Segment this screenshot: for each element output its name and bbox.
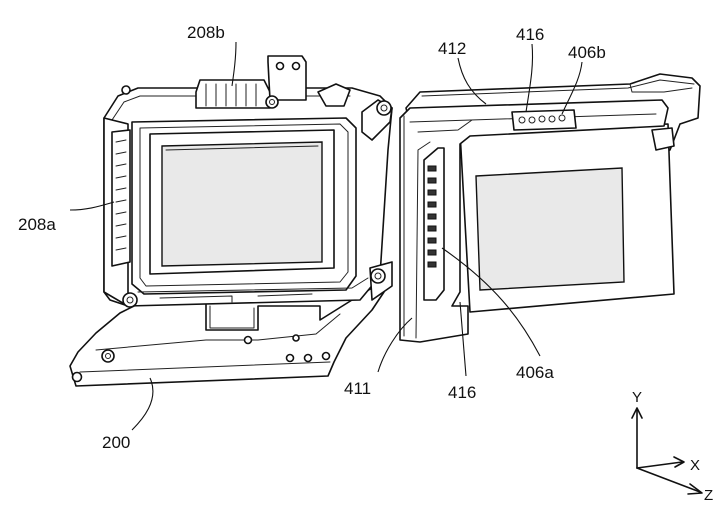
label-412: 412	[438, 39, 466, 58]
base-plate-200	[69, 287, 385, 387]
reference-labels: 208b 208a 200 412 416 406b 411 416 406a	[18, 23, 606, 452]
axis-label-y: Y	[632, 389, 642, 406]
label-406a: 406a	[516, 363, 554, 382]
label-406b: 406b	[568, 43, 606, 62]
axis-label-x: X	[690, 457, 700, 474]
module-411-412	[399, 73, 701, 343]
label-208b: 208b	[187, 23, 225, 42]
axis-triad: Y X Z	[631, 389, 713, 504]
axis-label-z: Z	[704, 487, 713, 504]
label-208a: 208a	[18, 215, 56, 234]
label-416-top: 416	[516, 25, 544, 44]
label-411: 411	[344, 379, 371, 398]
label-200: 200	[102, 433, 130, 452]
leader-lines	[69, 41, 583, 431]
label-416-bottom: 416	[448, 383, 476, 402]
sensor-frame	[103, 55, 393, 308]
